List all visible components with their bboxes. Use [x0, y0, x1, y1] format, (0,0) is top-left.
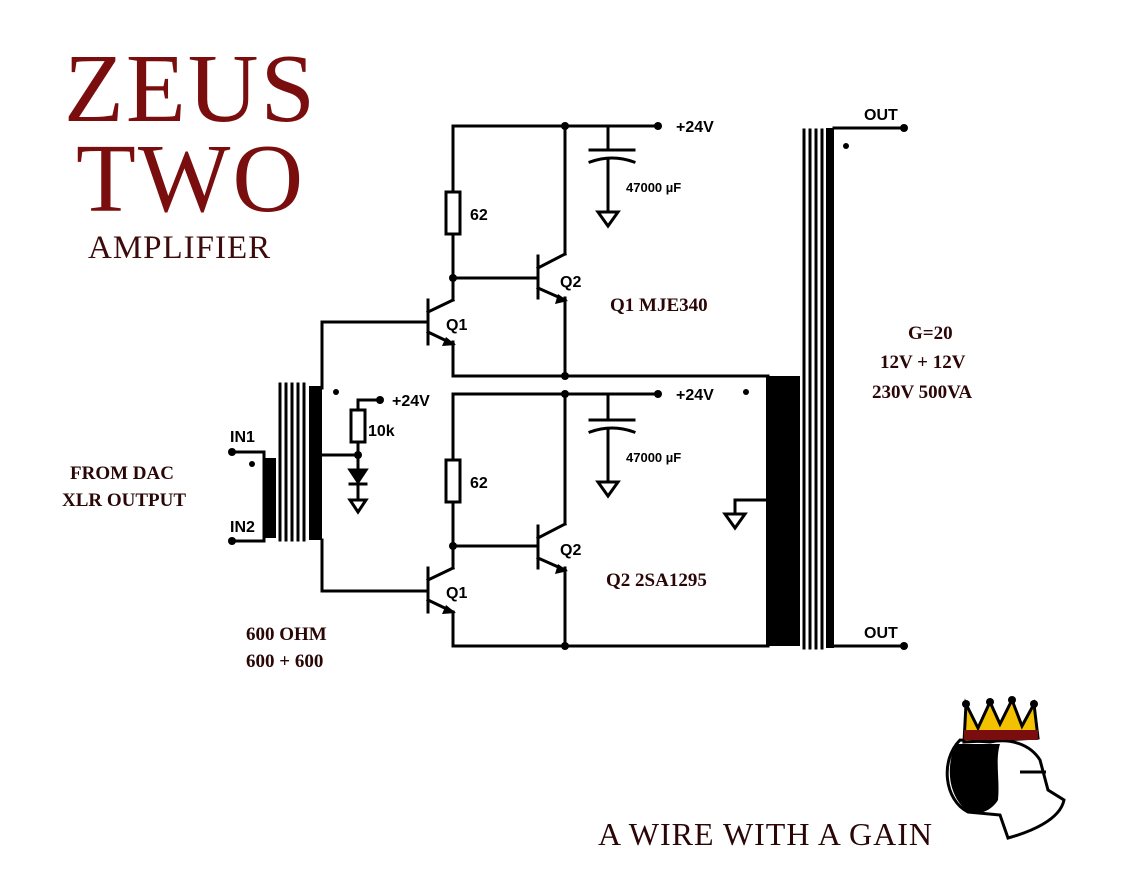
input-transformer-label-2: 600 + 600: [246, 651, 324, 672]
output-transformer: [722, 126, 904, 650]
secondary-label: 12V + 12V: [880, 352, 966, 373]
rail-top-label: +24V: [676, 119, 714, 136]
q2-top-label: Q2: [560, 274, 581, 291]
subtitle: AMPLIFIER: [88, 230, 272, 266]
q1-bottom-label: Q1: [446, 585, 467, 602]
in1-label: IN1: [230, 429, 255, 446]
q2-part-label: Q2 2SA1295: [606, 570, 707, 591]
rail-bottom-label: +24V: [676, 387, 714, 404]
crown-head-logo: [945, 696, 1066, 840]
title-line-2: TWO: [76, 125, 306, 233]
q1-top-label: Q1: [446, 317, 467, 334]
title-line-1: ZEUS: [64, 35, 317, 143]
input-label-1: FROM DAC: [70, 463, 174, 484]
input-label-2: XLR OUTPUT: [62, 490, 187, 511]
rating-label: 230V 500VA: [872, 382, 973, 403]
resistor-top-label: 62: [470, 207, 488, 224]
resistor-bottom-label: 62: [470, 475, 488, 492]
cap-bottom-label: 47000 µF: [626, 450, 681, 465]
slogan: A WIRE WITH A GAIN: [598, 816, 934, 852]
gain-label: G=20: [908, 323, 953, 344]
input-transformer-label-1: 600 OHM: [246, 624, 327, 645]
bias-rail-label: +24V: [392, 393, 430, 410]
bias-resistor-label: 10k: [368, 423, 395, 440]
input-transformer: [264, 320, 360, 593]
out-bottom-label: OUT: [864, 625, 898, 642]
out-top-label: OUT: [864, 107, 898, 124]
cap-top-label: 47000 µF: [626, 180, 681, 195]
q2-bottom-label: Q2: [560, 542, 581, 559]
in2-label: IN2: [230, 519, 255, 536]
q1-part-label: Q1 MJE340: [610, 295, 708, 316]
